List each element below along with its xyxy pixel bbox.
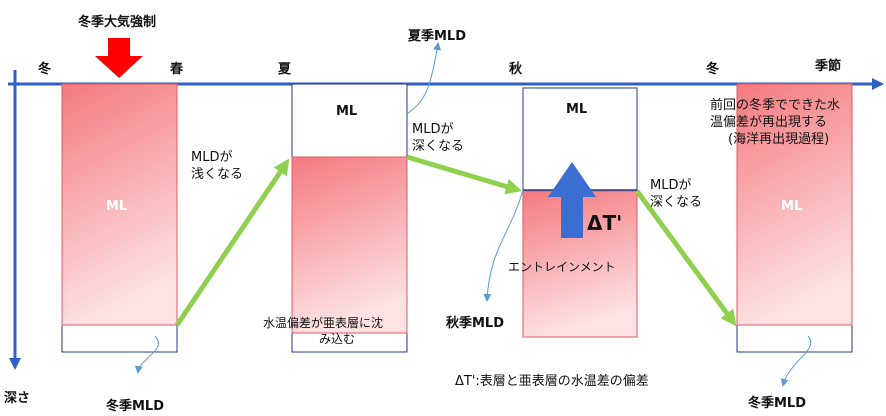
deepening-label-1-line1: MLDが: [412, 122, 453, 137]
winter-mld-leader-1: [134, 335, 159, 374]
shallowing-label-line2: 浅くなる: [191, 167, 243, 182]
time-axis-label: 季節: [814, 58, 841, 74]
summer-mld-label: 夏季MLD: [407, 28, 466, 44]
subsurface-label-line2: み込む: [319, 332, 355, 346]
summer-ml-label: ML: [336, 104, 357, 119]
winter-ml-label-1: ML: [106, 199, 127, 214]
forcing-label: 冬季大気強制: [78, 14, 156, 30]
season-label-winter-2: 冬: [706, 61, 719, 77]
mld-shallowing-arrow: [174, 158, 290, 327]
forcing-arrow: [95, 38, 143, 78]
winter-ml-label-2: ML: [781, 199, 802, 214]
depth-axis-label: 深さ: [4, 390, 30, 406]
autumn-mld-leader: [483, 189, 524, 302]
entrainment-label: エントレインメント: [508, 260, 616, 274]
winter-mld-label-2: 冬季MLD: [748, 395, 806, 411]
season-label-winter-1: 冬: [38, 61, 51, 77]
deepening-label-2-line2: 深くなる: [650, 195, 702, 210]
autumn-ml-label: ML: [566, 102, 587, 117]
autumn-mld-label: 秋季MLD: [446, 315, 504, 331]
mld-deepening-arrow-1: [406, 154, 522, 195]
entrainment-arrow: [548, 162, 596, 238]
subsurface-label-line1: 水温偏差が亜表層に沈: [263, 315, 383, 330]
shallowing-label-line1: MLDが: [191, 150, 232, 165]
summer-mld-leader: [406, 42, 441, 115]
delta-t-definition: ΔT':表層と亜表層の水温差の偏差: [455, 374, 649, 389]
deepening-label-2-line1: MLDが: [650, 178, 691, 193]
winter-anomaly-fill-1: [61, 83, 178, 326]
winter-mld-label-1: 冬季MLD: [106, 398, 164, 414]
reemergence-label-line1: 前回の冬季でできた水: [710, 97, 840, 113]
winter-anomaly-fill-2: [736, 83, 853, 326]
delta-t-label: ΔT': [587, 211, 622, 235]
mld-deepening-arrow-2: [634, 189, 737, 327]
winter-mld-leader-2: [780, 335, 812, 387]
season-label-autumn: 秋: [509, 61, 523, 77]
reemergence-label-line3: (海洋再出現過程): [728, 132, 829, 147]
deepening-label-1-line2: 深くなる: [412, 139, 464, 154]
season-label-spring: 春: [169, 61, 184, 77]
season-label-summer: 夏: [277, 62, 292, 77]
reemergence-label-line2: 温偏差が再出現する: [710, 115, 827, 130]
summer-subsurface-anomaly: [291, 156, 408, 334]
